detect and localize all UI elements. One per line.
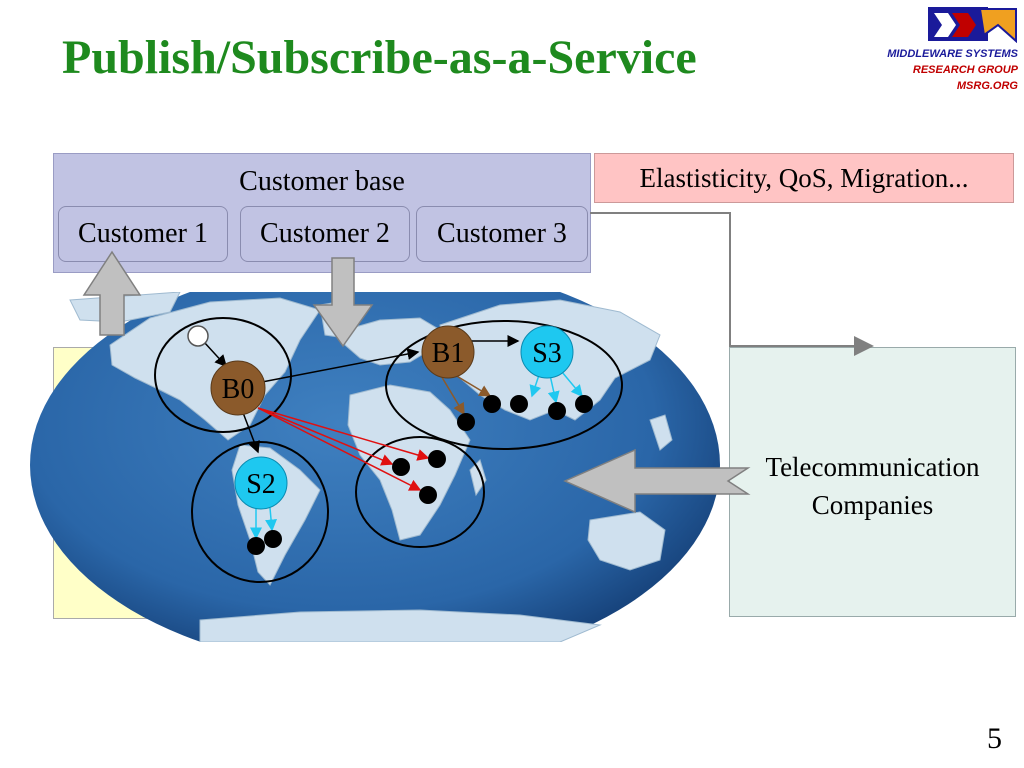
subscriber-node: [548, 402, 566, 420]
link-b0-africa: [257, 407, 394, 466]
customer-base-box: Customer base Customer 1 Customer 2 Cust…: [53, 153, 591, 273]
hub-node-s2: [234, 456, 288, 510]
connector-line: [590, 212, 874, 356]
logo-text-line: RESEARCH GROUP: [912, 64, 1018, 76]
link-publisher-b0: [203, 341, 228, 368]
features-box: Elastisticity, QoS, Migration...: [594, 153, 1014, 203]
subscriber-node: [419, 486, 437, 504]
telecom-label-line: Companies: [811, 490, 934, 520]
region-south-america: [191, 441, 329, 583]
page-title: Publish/Subscribe-as-a-Service: [62, 31, 697, 84]
up-arrow-icon: [82, 250, 142, 336]
region-north-america: [154, 317, 292, 433]
link-s2-subscriber: [265, 507, 278, 532]
subscriber-node: [428, 450, 446, 468]
customer-3-box: Customer 3: [416, 206, 588, 262]
hub-node-s3: [520, 325, 574, 379]
link-b0-africa: [257, 407, 422, 491]
link-s3-subscriber: [547, 374, 560, 404]
subscriber-node: [483, 395, 501, 413]
msrg-logo: [928, 5, 1018, 44]
subscriber-node: [457, 413, 475, 431]
subscriber-node: [575, 395, 593, 413]
region-asia: [385, 320, 623, 450]
logo-text-line: MIDDLEWARE SYSTEMS: [887, 48, 1018, 60]
link-b1-subscriber: [439, 373, 465, 416]
broker-node-b0-label: B0: [222, 374, 255, 405]
broker-node-b1-label: B1: [432, 338, 465, 369]
region-africa: [355, 436, 485, 548]
subscriber-node: [264, 530, 282, 548]
customer-base-label: Customer base: [239, 166, 405, 197]
telecom-label: Telecommunication Companies: [730, 448, 1015, 524]
telecom-label-line: Telecommunication: [765, 452, 980, 482]
customer-2-box: Customer 2: [240, 206, 410, 262]
left-arrow-icon: [563, 448, 751, 514]
page-number: 5: [987, 722, 1002, 755]
subscriber-node: [510, 395, 528, 413]
link-b0-b1: [261, 348, 420, 383]
hub-node-s3-label: S3: [532, 338, 562, 369]
hub-node-s2-label: S2: [246, 469, 276, 500]
link-b0-africa: [257, 407, 430, 461]
link-s3-subscriber: [561, 371, 583, 398]
down-arrow-icon: [312, 257, 374, 348]
subscriber-node: [392, 458, 410, 476]
link-b0-s2: [241, 409, 260, 454]
subscriber-node: [247, 537, 265, 555]
broker-node-b0: [210, 360, 266, 416]
publisher-node: [187, 325, 209, 347]
logo-text-line: MSRG.ORG: [956, 80, 1018, 92]
customer-1-box: Customer 1: [58, 206, 228, 262]
telecom-companies-box: Telecommunication Companies: [729, 347, 1016, 617]
broker-node-b1: [421, 325, 475, 379]
